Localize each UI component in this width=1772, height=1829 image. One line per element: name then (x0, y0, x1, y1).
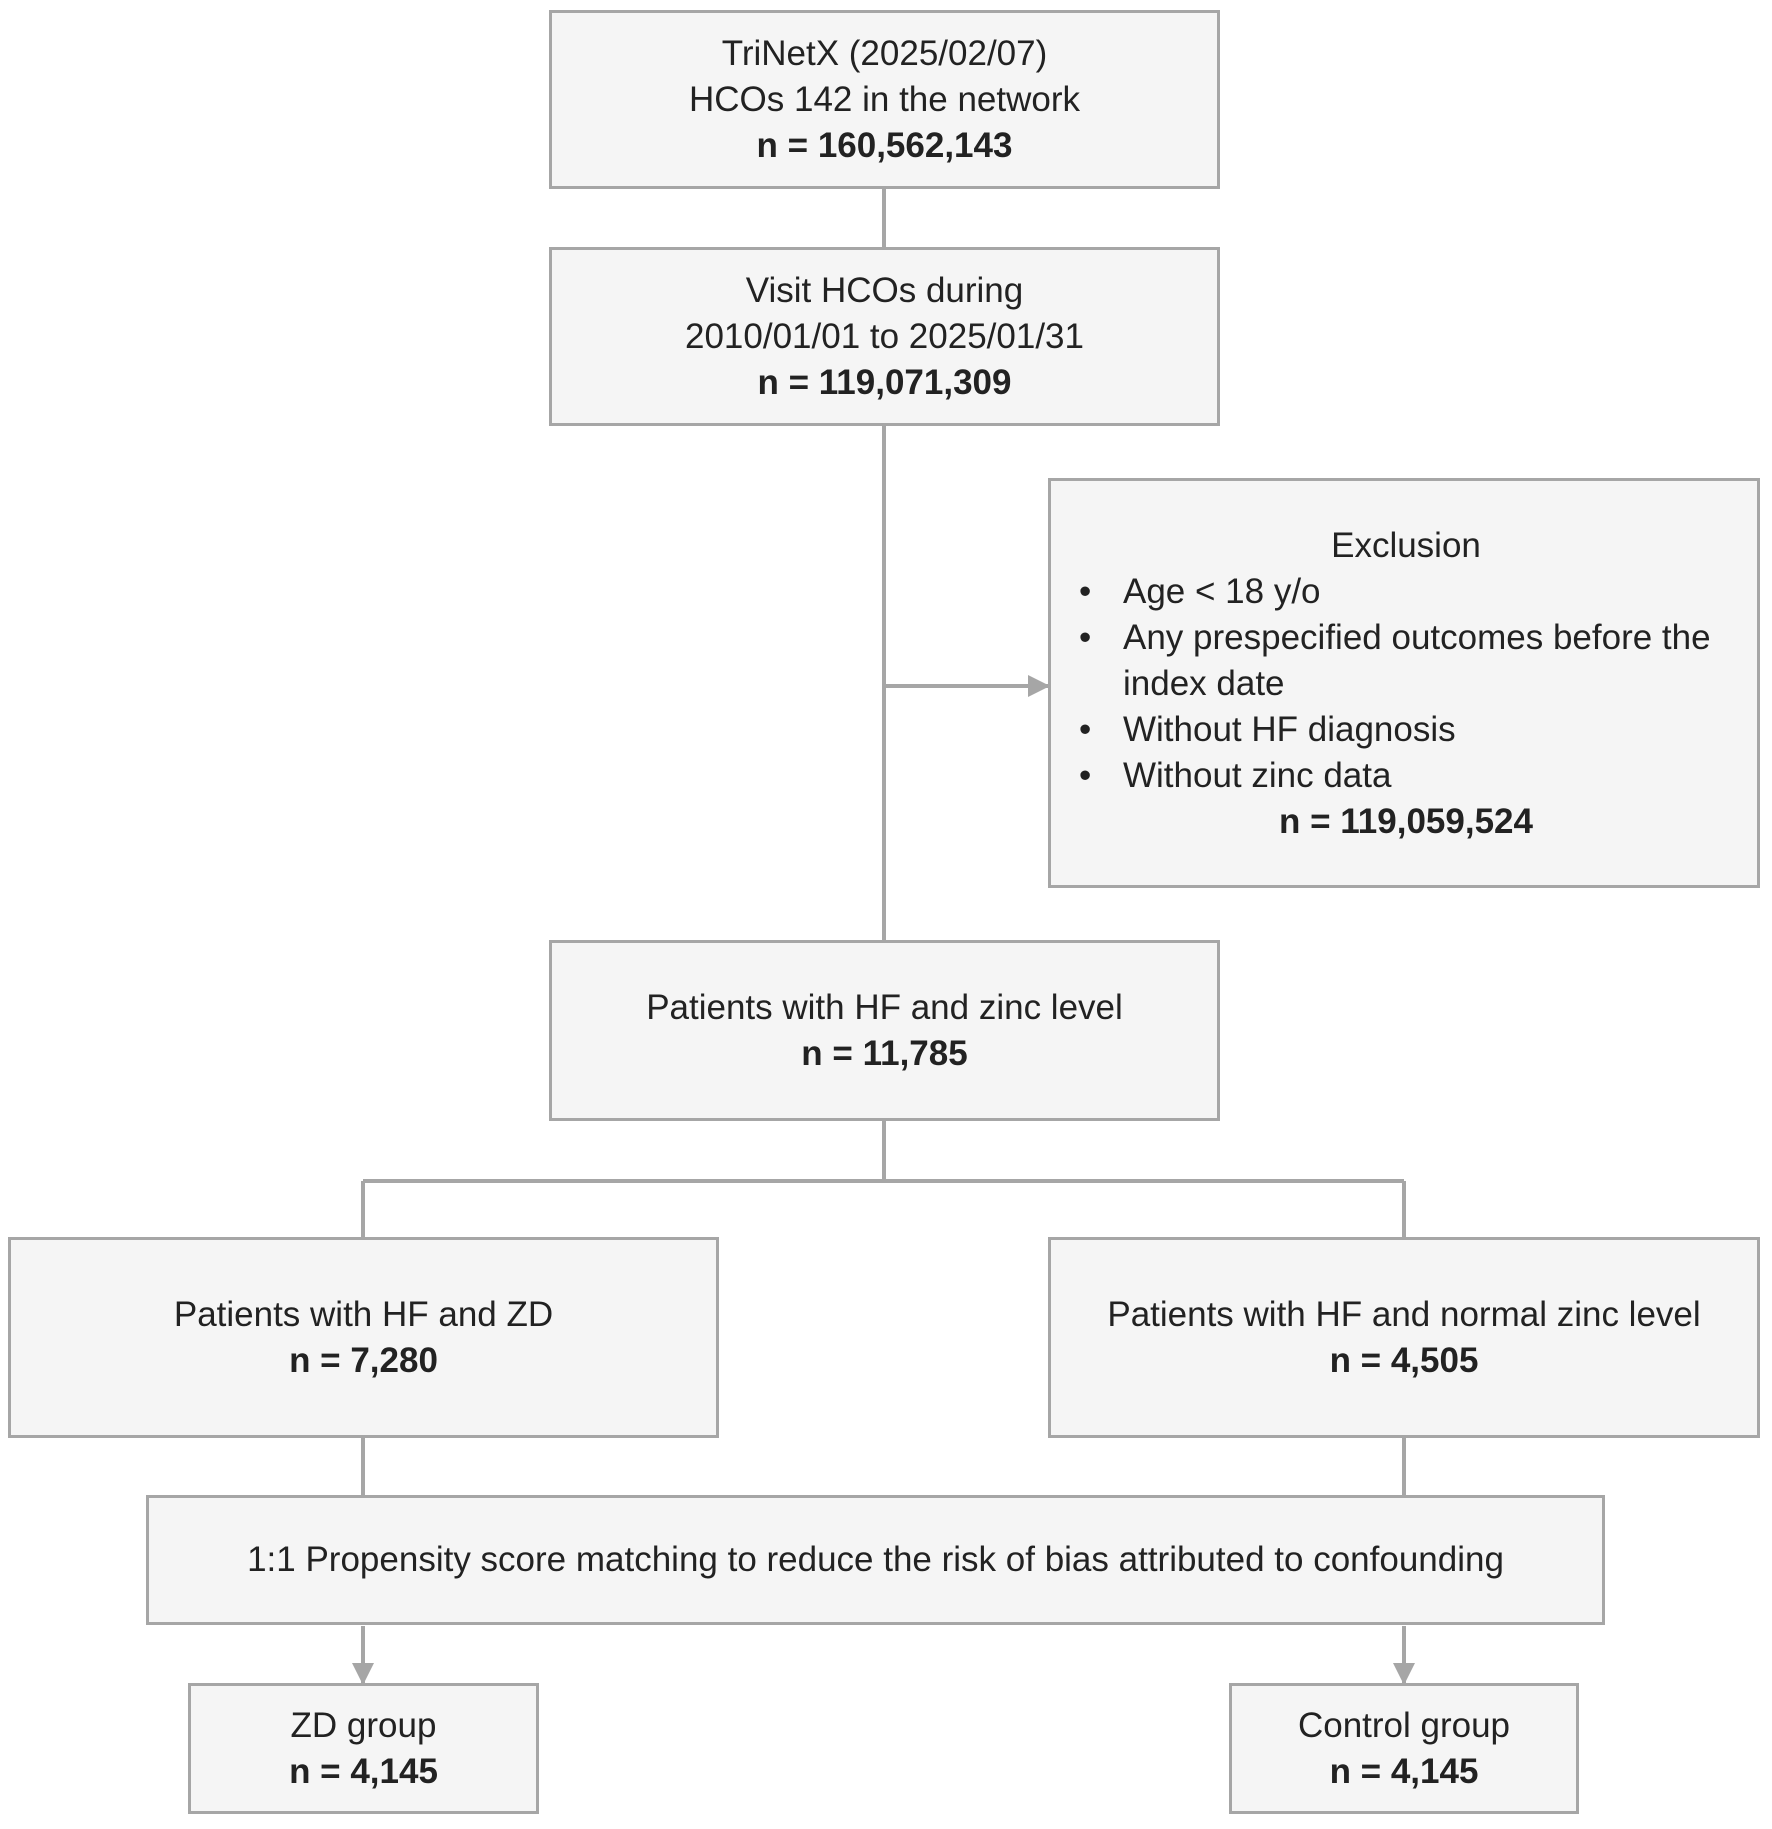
normal-zinc-box: Patients with HF and normal zinc level n… (1048, 1237, 1760, 1438)
exclusion-box: Exclusion • Age < 18 y/o • Any prespecifie… (1048, 478, 1760, 888)
zd-box: Patients with HF and ZD n = 7,280 (8, 1237, 719, 1438)
bullet-icon: • (1079, 572, 1092, 611)
bullet-icon: • (1079, 618, 1092, 657)
zd-group-box: ZD group n = 4,145 (188, 1683, 539, 1814)
source-box: TriNetX (2025/02/07) HCOs 142 in the net… (549, 10, 1220, 189)
hf-zinc-line1: Patients with HF and zinc level (646, 987, 1123, 1027)
exclusion-count: n = 119,059,524 (1279, 802, 1533, 841)
source-line2: HCOs 142 in the network (688, 79, 1080, 119)
visit-line1: Visit HCOs during (745, 270, 1024, 310)
exclusion-item-label: Any prespecified outcomes before the ind… (1123, 618, 1711, 703)
visit-box: Visit HCOs during 2010/01/01 to 2025/01/… (549, 247, 1220, 426)
zd-group-count: n = 4,145 (289, 1751, 438, 1791)
normal-count: n = 4,505 (1329, 1340, 1479, 1380)
psm-box: 1:1 Propensity score matching to reduce … (146, 1495, 1605, 1625)
hf-zinc-count: n = 11,785 (801, 1033, 968, 1073)
zd-count: n = 7,280 (289, 1340, 438, 1380)
exclusion-item-label: Without HF diagnosis (1123, 710, 1456, 749)
control-group-count: n = 4,145 (1329, 1751, 1479, 1791)
visit-line2: 2010/01/01 to 2025/01/31 (685, 316, 1084, 356)
hf-zinc-box: Patients with HF and zinc level n = 11,7… (549, 940, 1220, 1121)
exclusion-item: • Any prespecified outcomes before the in… (1071, 615, 1741, 707)
visit-count: n = 119,071,309 (757, 362, 1012, 402)
control-group-box: Control group n = 4,145 (1229, 1683, 1579, 1814)
exclusion-item-label: Age < 18 y/o (1123, 572, 1321, 611)
exclusion-item: • Without zinc data (1071, 753, 1741, 799)
source-count: n = 160,562,143 (756, 125, 1013, 165)
source-line1: TriNetX (2025/02/07) (721, 33, 1048, 73)
exclusion-list: • Age < 18 y/o • Any prespecified outcomes… (1071, 569, 1741, 799)
bullet-icon: • (1079, 756, 1092, 795)
exclusion-item: • Without HF diagnosis (1071, 707, 1741, 753)
exclusion-item: • Age < 18 y/o (1071, 569, 1741, 615)
normal-line1: Patients with HF and normal zinc level (1107, 1294, 1701, 1334)
control-group-line1: Control group (1297, 1705, 1511, 1745)
exclusion-item-label: Without zinc data (1123, 756, 1392, 795)
zd-line1: Patients with HF and ZD (173, 1294, 554, 1334)
psm-line1: 1:1 Propensity score matching to reduce … (247, 1540, 1504, 1579)
exclusion-title: Exclusion (1331, 526, 1481, 565)
bullet-icon: • (1079, 710, 1092, 749)
zd-group-line1: ZD group (290, 1705, 437, 1745)
